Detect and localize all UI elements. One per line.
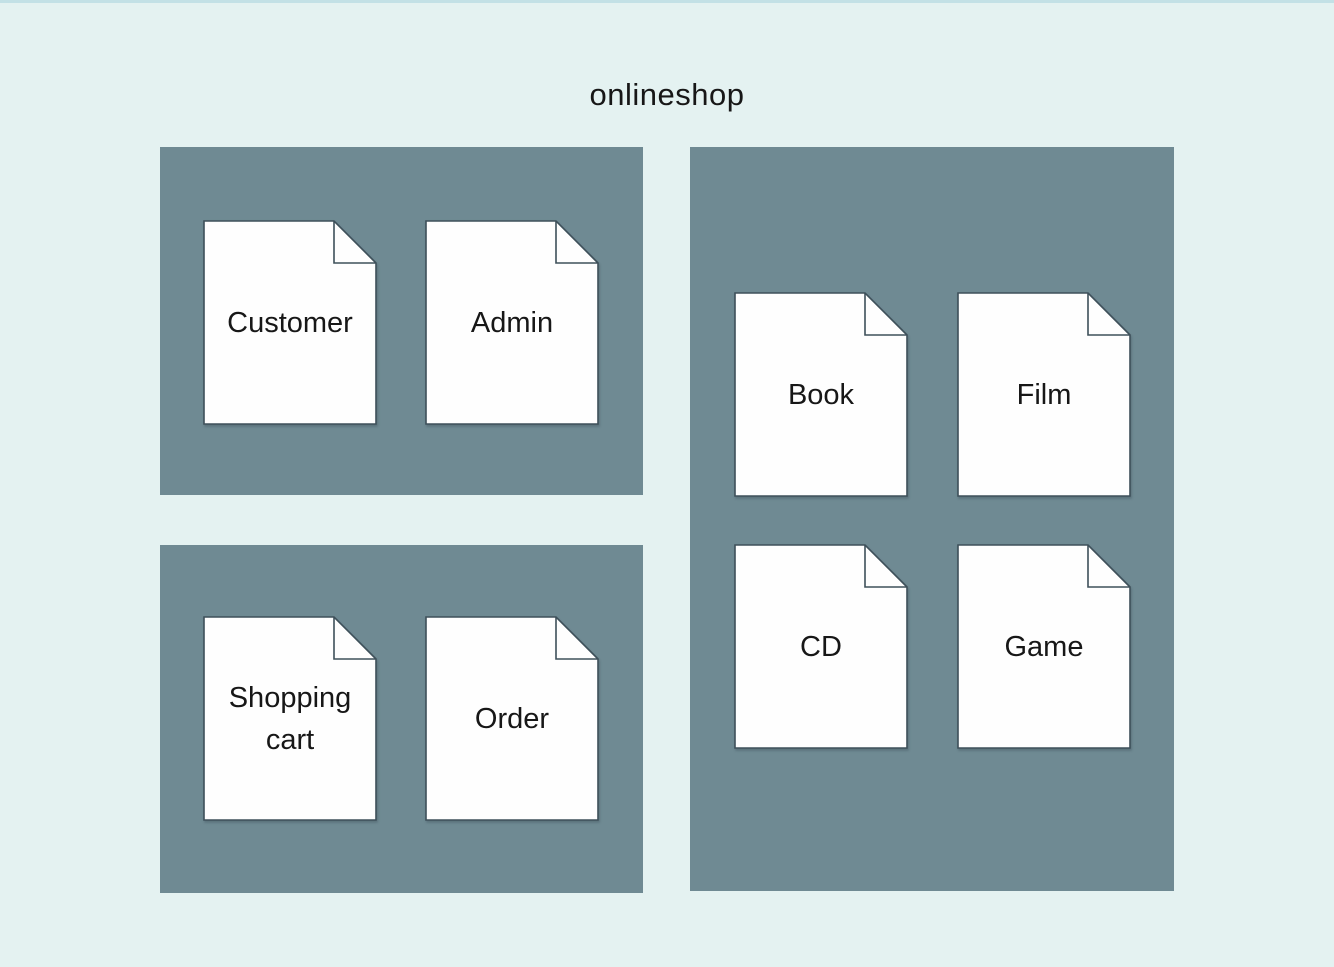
document-icon [203, 616, 377, 821]
document-node-admin: Admin [425, 220, 599, 425]
document-node-order: Order [425, 616, 599, 821]
document-icon [734, 292, 908, 497]
document-node-book: Book [734, 292, 908, 497]
document-node-game: Game [957, 544, 1131, 749]
document-label: Film [1016, 378, 1072, 411]
document-label: Book [787, 378, 855, 411]
document-label: CD [800, 630, 842, 663]
document-node-film: Film [957, 292, 1131, 497]
panel-users: Customer Admin [160, 147, 643, 495]
document-icon [203, 220, 377, 425]
document-node-customer: Customer [203, 220, 377, 425]
document-label: Order [474, 702, 550, 735]
document-icon [957, 544, 1131, 749]
document-node-cd: CD [734, 544, 908, 749]
document-icon [425, 616, 599, 821]
document-label: Game [1004, 630, 1084, 663]
document-node-shopping-cart: Shopping cart [203, 616, 377, 821]
document-label: Admin [470, 306, 554, 339]
document-icon [734, 544, 908, 749]
document-icon [957, 292, 1131, 497]
diagram-canvas: onlineshop Customer Admin Shopping cart [0, 3, 1334, 967]
document-label: Customer [227, 306, 353, 339]
panel-products: Book Film CD Game [690, 147, 1174, 891]
document-label: Shopping cart [228, 681, 352, 756]
document-icon [425, 220, 599, 425]
panel-orders: Shopping cart Order [160, 545, 643, 893]
diagram-title: onlineshop [589, 77, 745, 112]
